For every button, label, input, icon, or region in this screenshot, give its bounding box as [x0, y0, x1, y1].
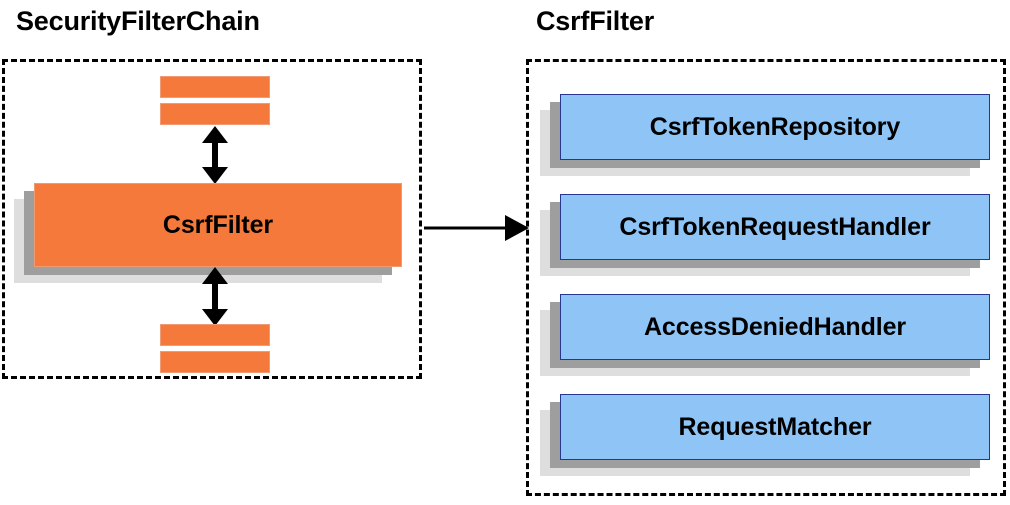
- collaborator-card-label: CsrfTokenRequestHandler: [619, 212, 931, 241]
- filter-bar-bottom-2: [160, 351, 270, 373]
- arrowhead-down-icon: [202, 309, 228, 326]
- arrowhead-up-icon: [202, 267, 228, 284]
- collaborator-card-csrf-token-repository[interactable]: CsrfTokenRepository: [540, 94, 990, 176]
- csrf-filter-container: [526, 59, 1006, 496]
- filter-bar-top-1: [160, 76, 270, 98]
- collaborator-card-label: RequestMatcher: [678, 412, 872, 441]
- arrow-stem: [424, 226, 509, 230]
- arrowhead-up-icon: [202, 126, 228, 143]
- collaborator-card-label: AccessDeniedHandler: [643, 312, 907, 341]
- arrow-stem: [212, 281, 218, 312]
- card-face: CsrfTokenRepository: [560, 94, 990, 160]
- collaborator-card-access-denied-handler[interactable]: AccessDeniedHandler: [540, 294, 990, 376]
- collaborator-card-csrf-token-request-handler[interactable]: CsrfTokenRequestHandler: [540, 194, 990, 276]
- card-face: CsrfFilter: [34, 183, 402, 267]
- arrowhead-down-icon: [202, 167, 228, 184]
- filter-bar-top-2: [160, 103, 270, 125]
- card-face: AccessDeniedHandler: [560, 294, 990, 360]
- csrf-filter-card-label: CsrfFilter: [162, 210, 274, 239]
- arrow-top-bidirectional: [202, 126, 228, 184]
- collaborator-card-label: CsrfTokenRepository: [649, 112, 901, 141]
- collaborator-card-request-matcher[interactable]: RequestMatcher: [540, 394, 990, 476]
- security-filter-chain-container: [2, 59, 422, 379]
- card-face: CsrfTokenRequestHandler: [560, 194, 990, 260]
- arrow-stem: [212, 140, 218, 170]
- csrf-filter-card[interactable]: CsrfFilter: [14, 183, 402, 283]
- card-face: RequestMatcher: [560, 394, 990, 460]
- arrow-csrf-filter-to-detail: [424, 215, 529, 241]
- page-title-security-filter-chain: SecurityFilterChain: [16, 6, 260, 36]
- page-title-csrf-filter: CsrfFilter: [536, 6, 655, 36]
- filter-bar-bottom-1: [160, 324, 270, 346]
- arrow-bottom-bidirectional: [202, 267, 228, 326]
- arrowhead-right-icon: [505, 215, 529, 241]
